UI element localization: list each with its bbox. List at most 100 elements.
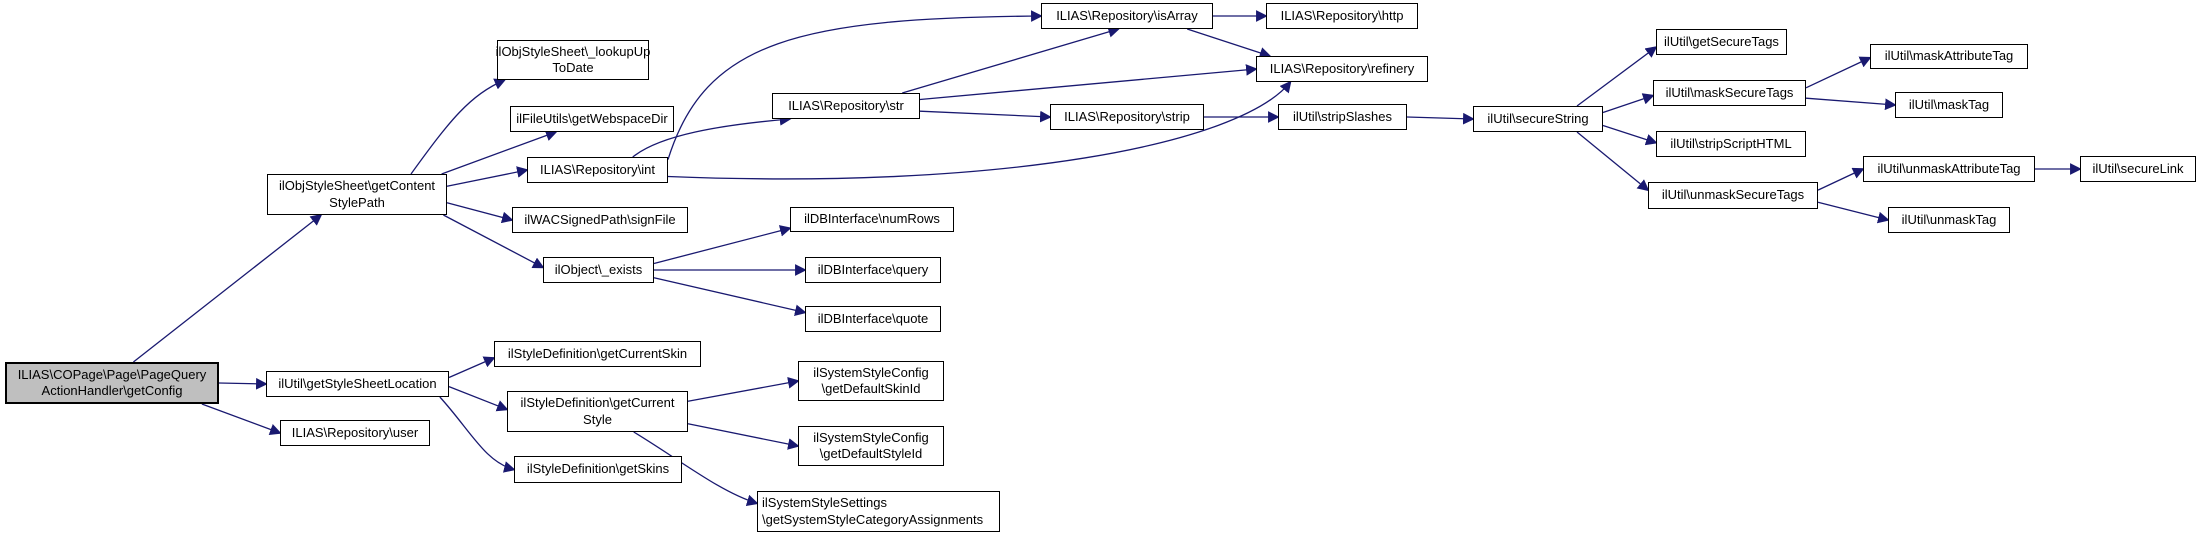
edge-repository-isarray-to-repository-refinery bbox=[1186, 28, 1272, 59]
edge-getcontentstylepath-to-repository-int bbox=[446, 166, 529, 187]
node-masktag[interactable]: ilUtil\maskTag bbox=[1895, 92, 2003, 118]
edge-securestring-to-stripscripthtml bbox=[1602, 124, 1658, 146]
node-label: ilUtil\unmaskSecureTags bbox=[1661, 187, 1805, 203]
node-label: ilStyleDefinition\getCurrentSkin bbox=[507, 345, 688, 361]
edge-getcontentstylepath-to-object-exists bbox=[443, 214, 545, 269]
node-repository-refinery[interactable]: ILIAS\Repository\refinery bbox=[1256, 56, 1428, 82]
node-securestring[interactable]: ilUtil\secureString bbox=[1473, 106, 1603, 132]
node-label: ilSystemStyleConfig\getDefaultStyleId bbox=[813, 429, 929, 461]
edge-getcontentstylepath-to-getwebspacedir bbox=[441, 129, 558, 175]
node-numrows[interactable]: ilDBInterface\numRows bbox=[790, 207, 954, 232]
edge-getcurrentstyle-to-systemstylecategoryassignments bbox=[633, 431, 759, 506]
edge-getcurrentstyle-to-getdefaultskinid bbox=[687, 377, 800, 402]
edge-stripslashes-to-securestring bbox=[1406, 112, 1475, 125]
node-query[interactable]: ilDBInterface\query bbox=[805, 257, 941, 283]
edge-securestring-to-getsecuretags bbox=[1576, 46, 1658, 107]
node-repository-int[interactable]: ILIAS\Repository\int bbox=[527, 157, 668, 183]
node-unmasksecuretags[interactable]: ilUtil\unmaskSecureTags bbox=[1648, 182, 1818, 209]
edge-getstylesheetlocation-to-getcurrentstyle bbox=[448, 385, 509, 412]
node-securelink[interactable]: ilUtil\secureLink bbox=[2080, 156, 2196, 182]
node-maskattributetag[interactable]: ilUtil\maskAttributeTag bbox=[1870, 44, 2028, 69]
node-label: ILIAS\Repository\int bbox=[540, 161, 655, 177]
node-object-exists[interactable]: ilObject\_exists bbox=[543, 257, 654, 283]
edge-object-exists-to-numrows bbox=[653, 225, 792, 265]
node-label: ilFileUtils\getWebspaceDir bbox=[516, 110, 668, 126]
node-getdefaultskinid[interactable]: ilSystemStyleConfig\getDefaultSkinId bbox=[798, 361, 944, 401]
node-label: ilUtil\getSecureTags bbox=[1664, 33, 1779, 49]
node-repository-strip[interactable]: ILIAS\Repository\strip bbox=[1050, 104, 1204, 130]
edge-repository-str-to-repository-isarray bbox=[902, 26, 1121, 94]
edge-getcontentstylepath-to-lookupuptodate bbox=[410, 78, 507, 175]
edge-repository-str-to-repository-strip bbox=[919, 110, 1052, 123]
node-label: ilUtil\secureString bbox=[1487, 110, 1589, 126]
edge-getcurrentstyle-to-getdefaultstyleid bbox=[687, 423, 800, 450]
node-getdefaultstyleid[interactable]: ilSystemStyleConfig\getDefaultStyleId bbox=[798, 426, 944, 466]
node-label: ILIAS\Repository\str bbox=[788, 97, 904, 113]
edge-repository-int-to-repository-refinery bbox=[667, 80, 1292, 180]
node-label: ilUtil\maskTag bbox=[1908, 96, 1990, 112]
node-repository-str[interactable]: ILIAS\Repository\str bbox=[772, 93, 920, 119]
edge-pagequery-getconfig-to-getcontentstylepath bbox=[132, 213, 323, 363]
edge-pagequery-getconfig-to-repository-user bbox=[201, 403, 282, 436]
node-unmasktag[interactable]: ilUtil\unmaskTag bbox=[1888, 207, 2010, 233]
node-getcurrentskin[interactable]: ilStyleDefinition\getCurrentSkin bbox=[494, 341, 701, 367]
node-stripscripthtml[interactable]: ilUtil\stripScriptHTML bbox=[1656, 131, 1806, 157]
node-label: ilUtil\getStyleSheetLocation bbox=[278, 375, 437, 391]
node-getskins[interactable]: ilStyleDefinition\getSkins bbox=[514, 456, 682, 483]
node-label: ilWACSignedPath\signFile bbox=[524, 211, 676, 227]
edge-securestring-to-unmasksecuretags bbox=[1576, 131, 1650, 192]
node-label: ilSystemStyleSettings\getSystemStyleCate… bbox=[762, 495, 984, 527]
edge-repository-int-to-repository-str bbox=[632, 114, 792, 158]
edge-masksecuretags-to-masktag bbox=[1805, 97, 1897, 111]
node-label: ilUtil\secureLink bbox=[2092, 160, 2184, 176]
node-signfile[interactable]: ilWACSignedPath\signFile bbox=[512, 207, 688, 233]
node-label: ilUtil\stripScriptHTML bbox=[1670, 135, 1792, 151]
edge-getstylesheetlocation-to-getcurrentskin bbox=[448, 356, 496, 379]
node-label: ilUtil\maskSecureTags bbox=[1665, 84, 1794, 100]
edge-getstylesheetlocation-to-getskins bbox=[439, 396, 516, 473]
node-repository-isarray[interactable]: ILIAS\Repository\isArray bbox=[1041, 3, 1213, 29]
node-label: ilUtil\unmaskAttributeTag bbox=[1877, 160, 2021, 176]
node-label: ilSystemStyleConfig\getDefaultSkinId bbox=[813, 364, 929, 396]
edge-unmasksecuretags-to-unmaskattributetag bbox=[1817, 167, 1865, 191]
node-stripslashes[interactable]: ilUtil\stripSlashes bbox=[1278, 104, 1407, 130]
node-label: ilUtil\maskAttributeTag bbox=[1884, 48, 2014, 64]
edges-group bbox=[132, 10, 2082, 506]
node-repository-user[interactable]: ILIAS\Repository\user bbox=[280, 420, 430, 446]
node-label: ILIAS\Repository\refinery bbox=[1269, 60, 1415, 76]
node-label: ilDBInterface\quote bbox=[817, 310, 929, 326]
node-label: ILIAS\Repository\http bbox=[1280, 7, 1404, 23]
edge-unmasksecuretags-to-unmasktag bbox=[1817, 201, 1890, 224]
node-systemstylecategoryassignments[interactable]: ilSystemStyleSettings\getSystemStyleCate… bbox=[757, 491, 1000, 532]
edge-masksecuretags-to-maskattributetag bbox=[1805, 56, 1872, 89]
node-unmaskattributetag[interactable]: ilUtil\unmaskAttributeTag bbox=[1863, 156, 2035, 182]
node-repository-http[interactable]: ILIAS\Repository\http bbox=[1266, 3, 1418, 29]
node-label: ilStyleDefinition\getSkins bbox=[526, 461, 670, 477]
node-label: ILIAS\Repository\strip bbox=[1064, 108, 1190, 124]
edge-repository-str-to-repository-refinery bbox=[919, 64, 1258, 101]
node-getwebspacedir[interactable]: ilFileUtils\getWebspaceDir bbox=[510, 106, 674, 132]
node-label: ilObject\_exists bbox=[554, 261, 643, 277]
node-getsecuretags[interactable]: ilUtil\getSecureTags bbox=[1656, 29, 1787, 55]
node-label: ilUtil\unmaskTag bbox=[1901, 211, 1997, 227]
edge-pagequery-getconfig-to-getstylesheetlocation bbox=[218, 377, 268, 390]
node-masksecuretags[interactable]: ilUtil\maskSecureTags bbox=[1653, 80, 1806, 106]
node-quote[interactable]: ilDBInterface\quote bbox=[805, 306, 941, 332]
edge-getcontentstylepath-to-signfile bbox=[446, 202, 514, 224]
node-getstylesheetlocation[interactable]: ilUtil\getStyleSheetLocation bbox=[266, 371, 449, 397]
node-label: ilDBInterface\numRows bbox=[804, 211, 940, 227]
edge-securestring-to-masksecuretags bbox=[1602, 93, 1655, 114]
edge-repository-int-to-repository-isarray bbox=[667, 10, 1043, 160]
node-label: ilUtil\stripSlashes bbox=[1293, 108, 1392, 124]
edge-object-exists-to-quote bbox=[653, 277, 807, 316]
